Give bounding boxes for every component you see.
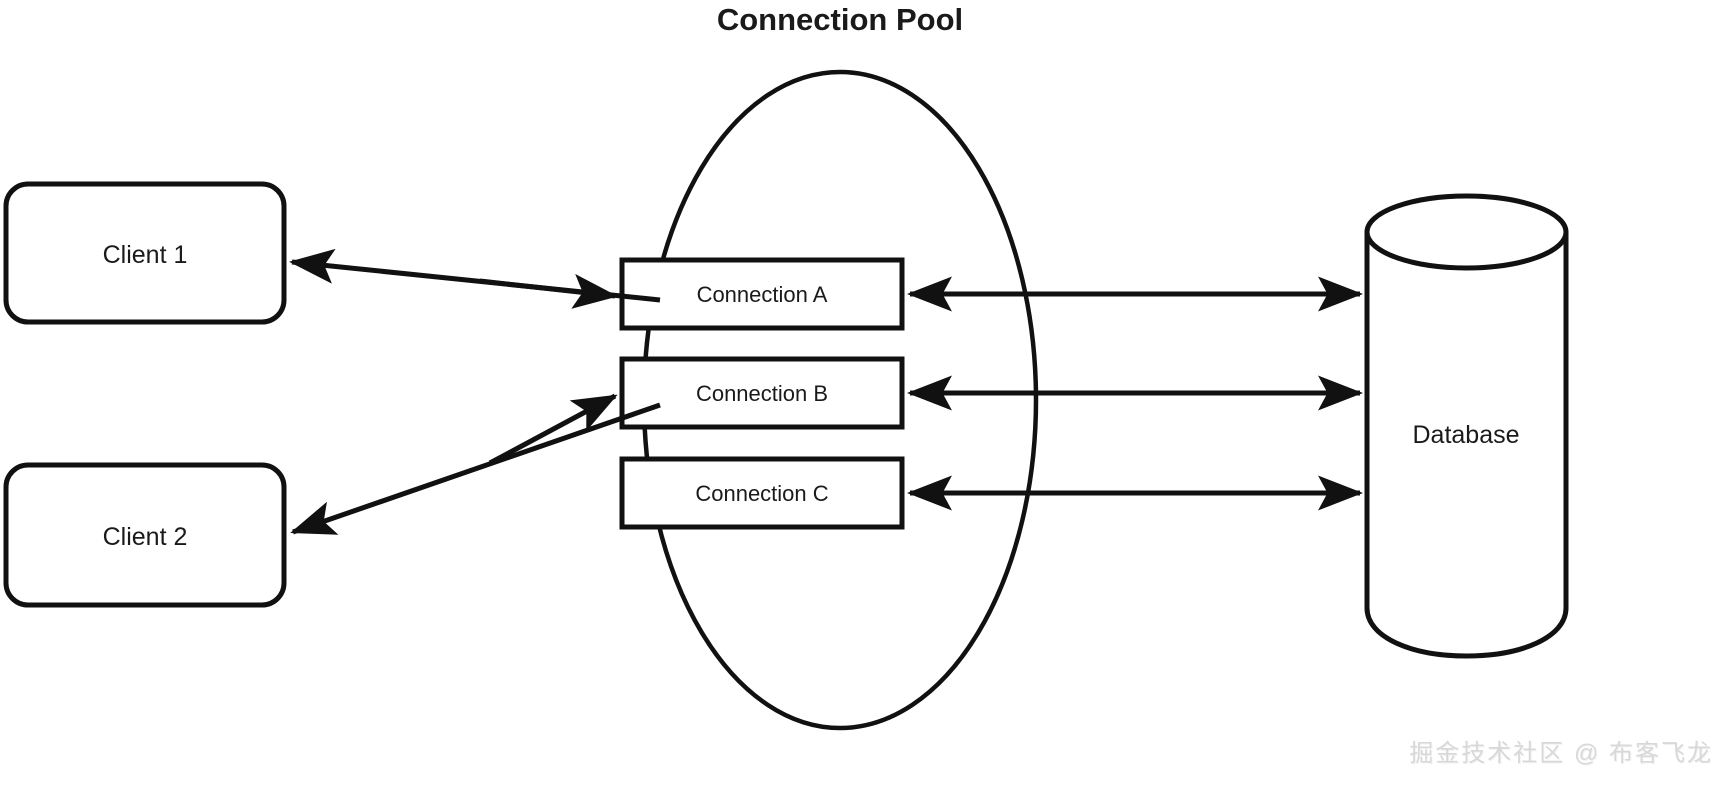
connection-a-node[interactable]: Connection A — [619, 257, 905, 331]
client-2-box — [3, 462, 287, 608]
page-title: Connection Pool — [717, 2, 963, 37]
connection-a-label: Connection A — [697, 282, 828, 307]
link-client-2-to-connection-b — [488, 393, 618, 466]
connection-b-box — [619, 356, 905, 430]
connection-b-label: Connection B — [696, 381, 828, 406]
client-2-label: Client 2 — [103, 523, 188, 551]
link-client-1-to-connection-a — [479, 273, 618, 309]
connection-b-node[interactable]: Connection B — [619, 356, 905, 430]
database-node[interactable]: Database — [1364, 193, 1569, 659]
connection-c-node[interactable]: Connection C — [619, 456, 905, 530]
database-top-ellipse — [1364, 193, 1569, 271]
database-label: Database — [1412, 421, 1519, 449]
connection-a-box — [619, 257, 905, 331]
client-1-box — [3, 181, 287, 325]
client-2-node[interactable]: Client 2 — [3, 462, 287, 608]
client-1-label: Client 1 — [103, 241, 188, 269]
client-1-node[interactable]: Client 1 — [3, 181, 287, 325]
link-connection-b-to-client-2 — [290, 402, 661, 535]
database-bottom-curve — [1364, 605, 1569, 659]
watermark-text: 掘金技术社区 @ 布客飞龙 — [1409, 740, 1713, 767]
connection-c-label: Connection C — [695, 481, 828, 506]
connection-c-box — [619, 456, 905, 530]
